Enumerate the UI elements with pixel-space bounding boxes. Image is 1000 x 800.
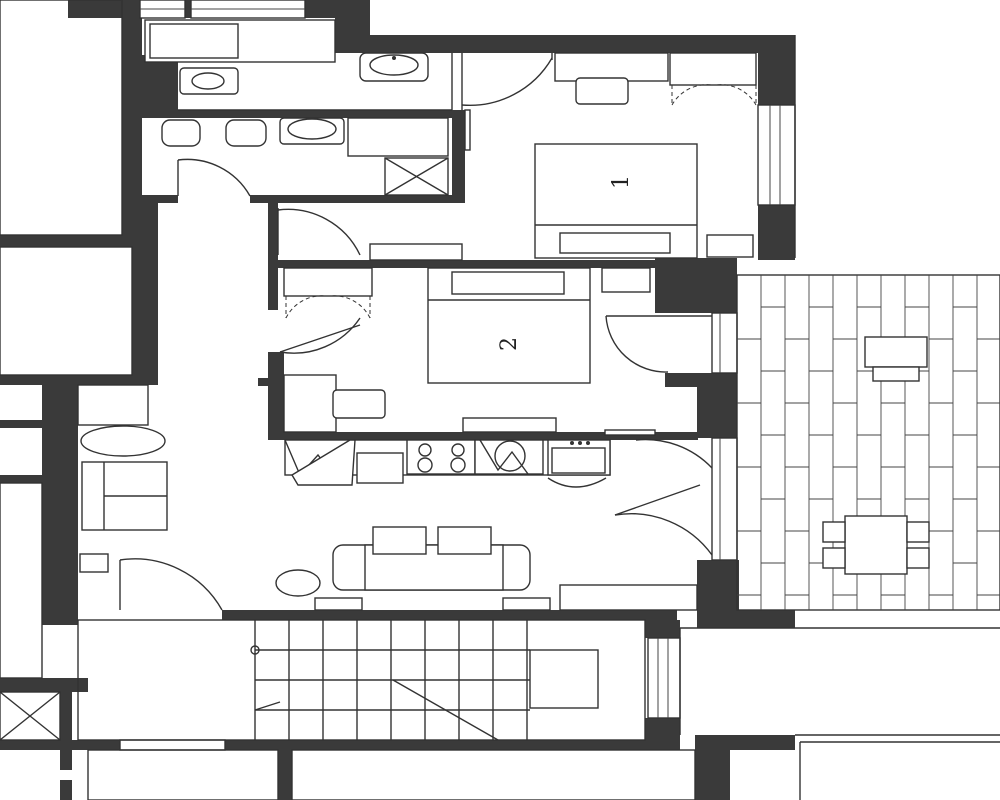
round-table (275, 569, 321, 597)
sideboard (559, 584, 698, 611)
chair (575, 77, 629, 105)
bathroom-upper (144, 19, 453, 111)
terrace (736, 274, 1000, 611)
dining-chair (314, 597, 363, 611)
bidet (161, 119, 201, 147)
toilet (179, 67, 239, 95)
living-room (77, 384, 698, 611)
dining-chair (372, 526, 427, 555)
coffee-table (80, 425, 166, 457)
sink-unit (474, 439, 544, 475)
nightstand (601, 267, 651, 293)
room-2: 2 (279, 267, 712, 436)
toilet (225, 119, 267, 147)
staircase (77, 619, 646, 741)
cabinet (356, 452, 404, 484)
terrace-chair (822, 547, 846, 569)
wardrobe (554, 52, 669, 82)
wardrobe (669, 52, 757, 86)
stair-treads (288, 620, 528, 740)
chair (332, 389, 386, 419)
cabinet (347, 117, 449, 157)
terrace-table-small (864, 336, 928, 368)
room-1-label: 1 (609, 175, 634, 189)
terrace-table-large (844, 515, 908, 575)
cabinet (77, 384, 149, 426)
terrace-chair (906, 521, 930, 543)
washbasin (279, 117, 345, 145)
dining-chair (437, 526, 492, 555)
washbasin (359, 52, 429, 82)
dining-chair (502, 597, 551, 611)
terrace-chair (822, 521, 846, 543)
terrace-chair (906, 547, 930, 569)
terrace-tiles (737, 275, 1000, 610)
windows (119, 0, 796, 751)
desk (283, 374, 337, 433)
bathroom-lower (161, 117, 449, 197)
terrace-chair (872, 366, 920, 382)
walls (0, 0, 795, 800)
nightstand (706, 234, 754, 258)
wardrobe (283, 267, 373, 297)
kitchen (284, 438, 713, 556)
desk (369, 243, 463, 261)
side-table (79, 553, 109, 573)
room-2-label: 2 (497, 337, 522, 351)
hob (406, 439, 476, 475)
shelf (462, 417, 557, 433)
room-1: 1 (277, 52, 757, 261)
